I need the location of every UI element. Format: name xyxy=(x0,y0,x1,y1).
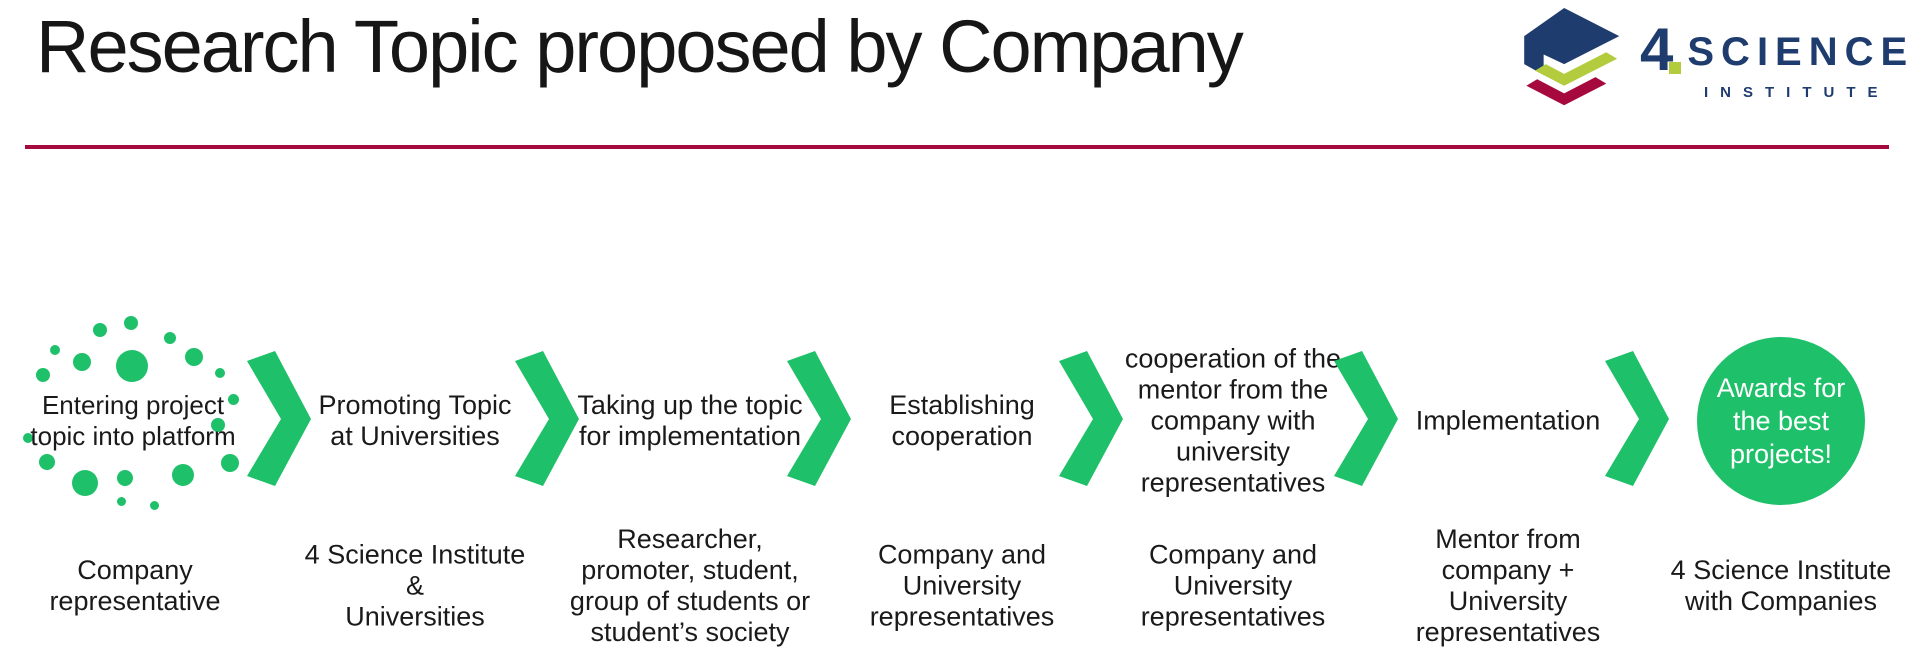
step-label-5: cooperation of the mentor from the compa… xyxy=(1124,343,1342,498)
logo-name: SCIENCE xyxy=(1687,30,1914,74)
green-dot xyxy=(39,454,55,470)
green-dot xyxy=(185,348,203,366)
step-label-3: Taking up the topic for implementation xyxy=(577,390,803,451)
step-label-4: Establishing cooperation xyxy=(889,390,1035,451)
chevron-arrow-icon xyxy=(1334,351,1398,486)
step-label-2: Promoting Topic at Universities xyxy=(318,390,512,451)
green-dot xyxy=(228,394,239,405)
green-dot xyxy=(73,353,91,371)
green-dot xyxy=(36,368,50,382)
green-dot xyxy=(221,454,239,472)
logo-wordmark: 4 SCIENCE INSTITUTE xyxy=(1640,16,1914,102)
green-dot xyxy=(164,332,176,344)
step-caption-3: Researcher, promoter, student, group of … xyxy=(569,524,811,647)
step-caption-7: 4 Science Institute with Companies xyxy=(1670,555,1892,616)
awards-circle: Awards for the best projects! xyxy=(1697,337,1865,505)
awards-circle-label: Awards for the best projects! xyxy=(1716,372,1846,469)
chevron-arrow-icon xyxy=(787,351,851,486)
step-caption-5: Company and University representatives xyxy=(1140,539,1326,632)
green-dot xyxy=(117,470,133,486)
chevron-arrow-icon xyxy=(1059,351,1123,486)
step-caption-4: Company and University representatives xyxy=(869,539,1055,632)
step-label-1: Entering project topic into platform xyxy=(30,390,236,451)
title-divider xyxy=(25,145,1889,149)
logo: 4 SCIENCE INSTITUTE xyxy=(1502,6,1907,116)
green-dot xyxy=(211,418,225,432)
step-caption-1: Company representative xyxy=(49,555,221,616)
green-dot xyxy=(150,501,159,510)
green-dot xyxy=(23,433,33,443)
green-dot xyxy=(172,464,194,486)
chevron-arrow-icon xyxy=(515,351,579,486)
page-title: Research Topic proposed by Company xyxy=(36,5,1244,88)
chevron-arrow-icon xyxy=(247,351,311,486)
green-dot xyxy=(124,316,138,330)
logo-mark-icon xyxy=(1524,8,1620,106)
logo-subtitle: INSTITUTE xyxy=(1704,84,1890,101)
green-dot xyxy=(215,368,225,378)
step-label-6: Implementation xyxy=(1415,405,1601,436)
logo-number: 4 xyxy=(1640,16,1674,83)
step-caption-2: 4 Science Institute & Universities xyxy=(304,539,526,632)
green-dot xyxy=(72,470,98,496)
step-caption-6: Mentor from company + University represe… xyxy=(1415,524,1601,647)
chevron-arrow-icon xyxy=(1605,351,1669,486)
green-dot xyxy=(116,350,148,382)
logo-green-square-icon xyxy=(1669,62,1682,74)
green-dot xyxy=(117,497,126,506)
green-dot xyxy=(50,345,60,355)
green-dot xyxy=(93,323,107,337)
